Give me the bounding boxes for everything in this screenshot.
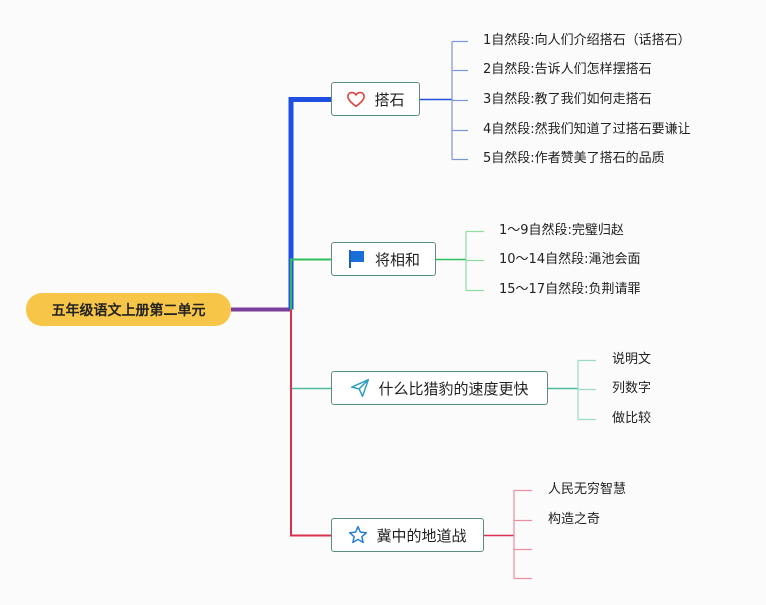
branch-connector-0 xyxy=(288,97,331,310)
topic-label: 搭石 xyxy=(374,90,405,109)
root-label: 五年级语文上册第二单元 xyxy=(51,302,206,319)
leaf-jiangxianghe-3[interactable]: 15～17自然段:负荆请罪 xyxy=(499,282,641,297)
leaf-liebao-1[interactable]: 说明文 xyxy=(612,352,652,367)
leaf-jiangxianghe-1[interactable]: 1～9自然段:完璧归赵 xyxy=(499,223,624,238)
leaf-dashi-4[interactable]: 4自然段:然我们知道了过搭石要谦让 xyxy=(483,122,691,137)
leaf-dashi-5[interactable]: 5自然段:作者赞美了搭石的品质 xyxy=(483,151,665,166)
heart-icon xyxy=(346,89,366,109)
leaf-liebao-3[interactable]: 做比较 xyxy=(612,411,652,426)
flag-icon xyxy=(347,249,367,269)
root-node[interactable]: 五年级语文上册第二单元 xyxy=(26,293,231,326)
leaf-dashi-3[interactable]: 3自然段:教了我们如何走搭石 xyxy=(483,92,652,107)
paper-plane-icon xyxy=(350,378,370,398)
leaf-connectors-didaozhan xyxy=(484,489,532,580)
leaf-connectors-liebao xyxy=(548,359,596,421)
branch-connector-3 xyxy=(290,309,331,537)
leaf-connectors-jiangxianghe xyxy=(436,230,484,292)
topic-label: 冀中的地道战 xyxy=(376,526,467,545)
leaf-jiangxianghe-2[interactable]: 10～14自然段:渑池会面 xyxy=(499,252,641,267)
topic-dashi[interactable]: 搭石 xyxy=(331,82,420,116)
leaf-didaozhan-1[interactable]: 人民无穷智慧 xyxy=(548,482,627,497)
leaf-dashi-2[interactable]: 2自然段:告诉人们怎样摆搭石 xyxy=(483,62,652,77)
leaf-liebao-2[interactable]: 列数字 xyxy=(612,381,652,396)
topic-didaozhan[interactable]: 冀中的地道战 xyxy=(331,518,484,552)
topic-liebao[interactable]: 什么比猎豹的速度更快 xyxy=(331,371,548,405)
leaf-dashi-1[interactable]: 1自然段:向人们介绍搭石（话搭石） xyxy=(483,33,691,48)
topic-label: 什么比猎豹的速度更快 xyxy=(378,379,529,398)
topic-jiangxianghe[interactable]: 将相和 xyxy=(331,242,436,276)
topic-label: 将相和 xyxy=(374,250,420,269)
leaf-didaozhan-2[interactable]: 构造之奇 xyxy=(548,512,601,527)
leaf-connectors-dashi xyxy=(420,40,468,161)
star-icon xyxy=(348,525,368,545)
branch-connector-1 xyxy=(290,258,331,310)
branch-connector-2 xyxy=(290,309,331,390)
